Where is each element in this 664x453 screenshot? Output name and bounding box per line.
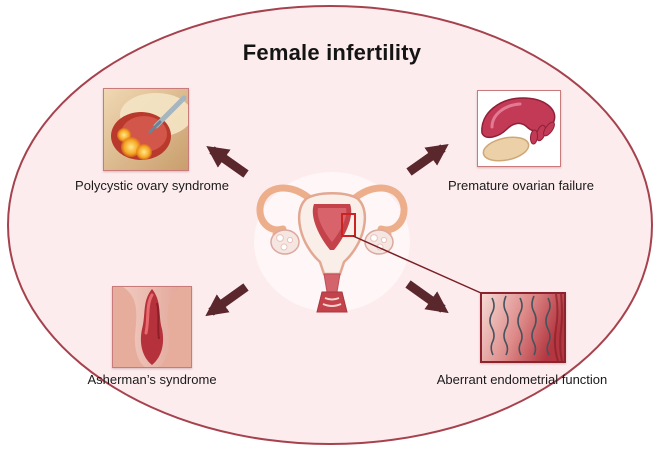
- endometrial-label: Aberrant endometrial function: [436, 372, 608, 387]
- pcos-label: Polycystic ovary syndrome: [75, 178, 229, 193]
- page-title: Female infertility: [242, 40, 422, 65]
- uterus-anatomy-icon: [254, 172, 410, 313]
- pcos-ovary-illustration: [104, 89, 188, 170]
- pcos-image: [103, 88, 189, 171]
- endometrium-histology-illustration: [482, 294, 564, 361]
- uterus-illustration: [252, 172, 412, 317]
- endometrial-image: [480, 292, 566, 363]
- asherman-image: [112, 286, 192, 368]
- callout-source-rect: [341, 213, 356, 237]
- pof-tube-illustration: [478, 91, 560, 166]
- pof-image: [477, 90, 561, 167]
- pof-label: Premature ovarian failure: [448, 178, 594, 193]
- asherman-uterus-illustration: [113, 287, 191, 367]
- asherman-label: Asherman’s syndrome: [87, 372, 217, 387]
